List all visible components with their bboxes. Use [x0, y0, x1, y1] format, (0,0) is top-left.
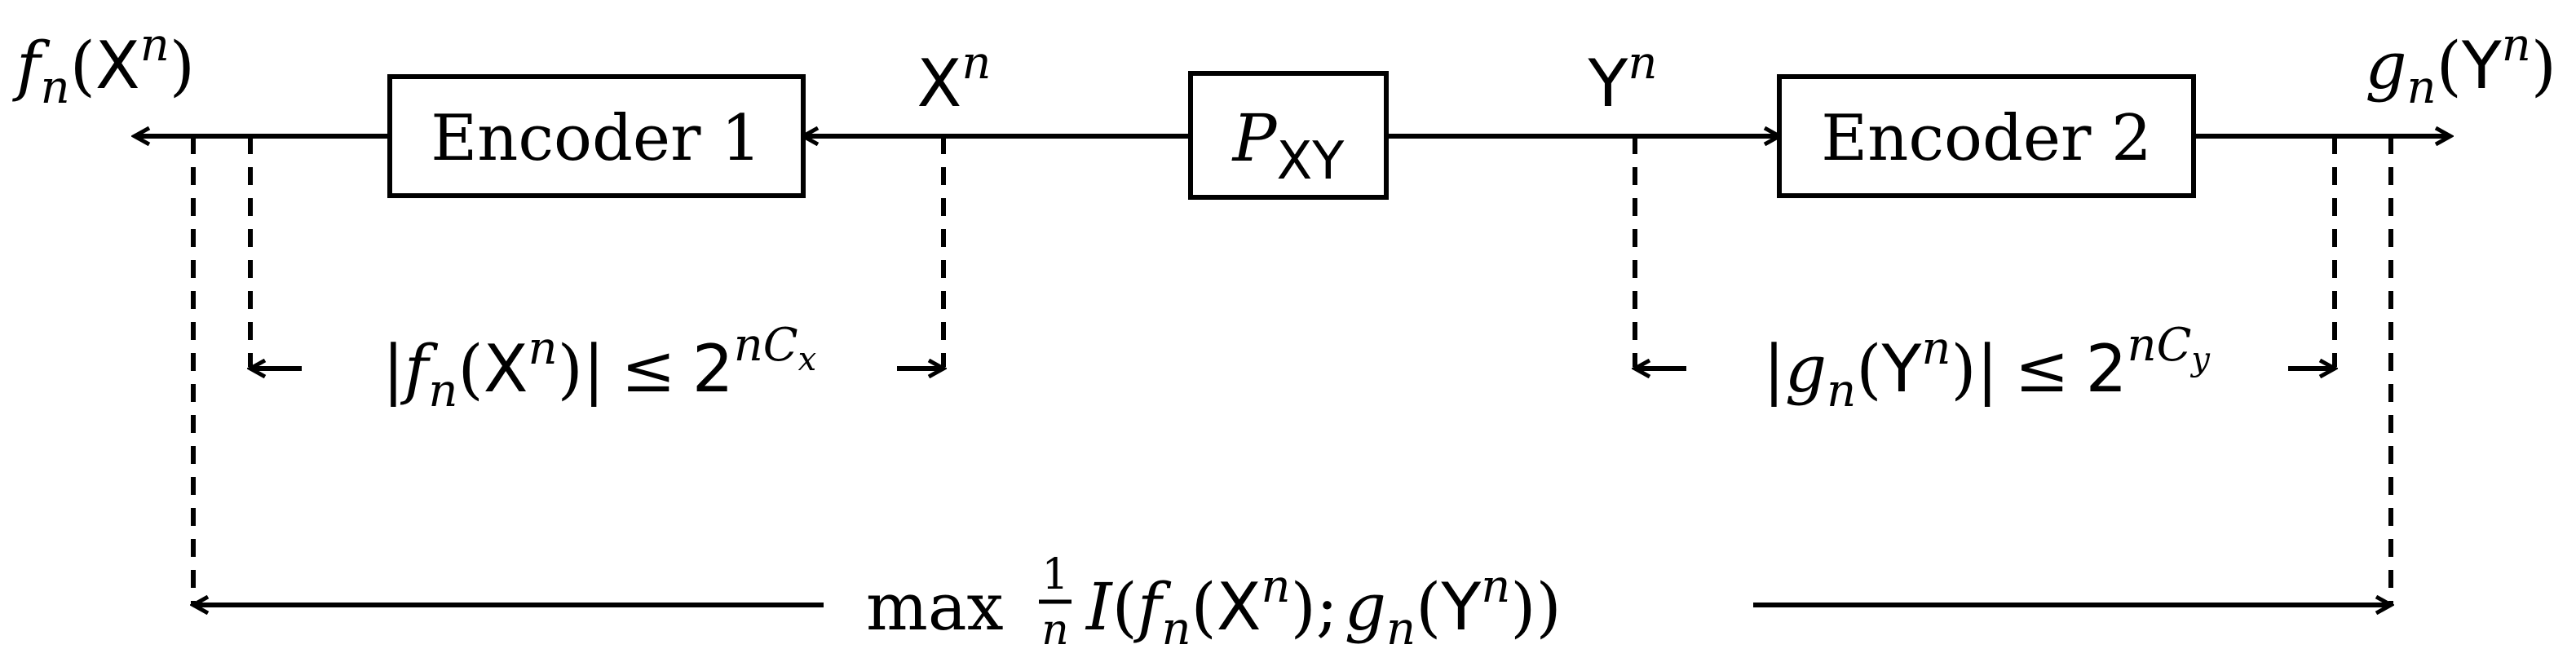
- encoder2-block: Encoder 2: [1777, 74, 2196, 198]
- source-subscript: XY: [1276, 131, 1345, 192]
- objective-fraction: 1 n: [1039, 550, 1071, 655]
- fraction-numerator: 1: [1041, 550, 1068, 599]
- source-symbol: P: [1231, 100, 1278, 176]
- dashed-guides: [191, 136, 2393, 605]
- right-constraint-label: |gn(Yn)|≤2nCy: [1763, 319, 2211, 417]
- source-label: PXY: [1231, 100, 1345, 192]
- fraction-denominator: n: [1041, 606, 1069, 655]
- right-constraint: |gn(Yn)|≤2nCy: [1635, 319, 2335, 417]
- encoder2-label: Encoder 2: [1821, 102, 2152, 175]
- left-constraint: |fn(Xn)|≤2nCx: [250, 319, 943, 417]
- encoder1-box: [387, 74, 806, 198]
- objective-max: max: [866, 569, 1004, 645]
- right-output-label: gn(Yn): [2365, 19, 2556, 114]
- encoder1-block: Encoder 1: [387, 74, 806, 198]
- left-constraint-label: |fn(Xn)|≤2nCx: [382, 319, 816, 417]
- encoder1-label: Encoder 1: [431, 102, 762, 175]
- source-box: [1188, 71, 1389, 200]
- source-block: PXY: [1188, 71, 1389, 200]
- left-input-label: Xn: [917, 37, 992, 121]
- objective-expression: I(fn(Xn);gn(Yn)): [1085, 560, 1562, 656]
- encoder2-box: [1777, 74, 2196, 198]
- left-output-label: fn(Xn): [12, 19, 195, 114]
- right-input-label: Yn: [1588, 37, 1658, 121]
- objective: max 1 n I(fn(Xn);gn(Yn)): [193, 550, 2391, 656]
